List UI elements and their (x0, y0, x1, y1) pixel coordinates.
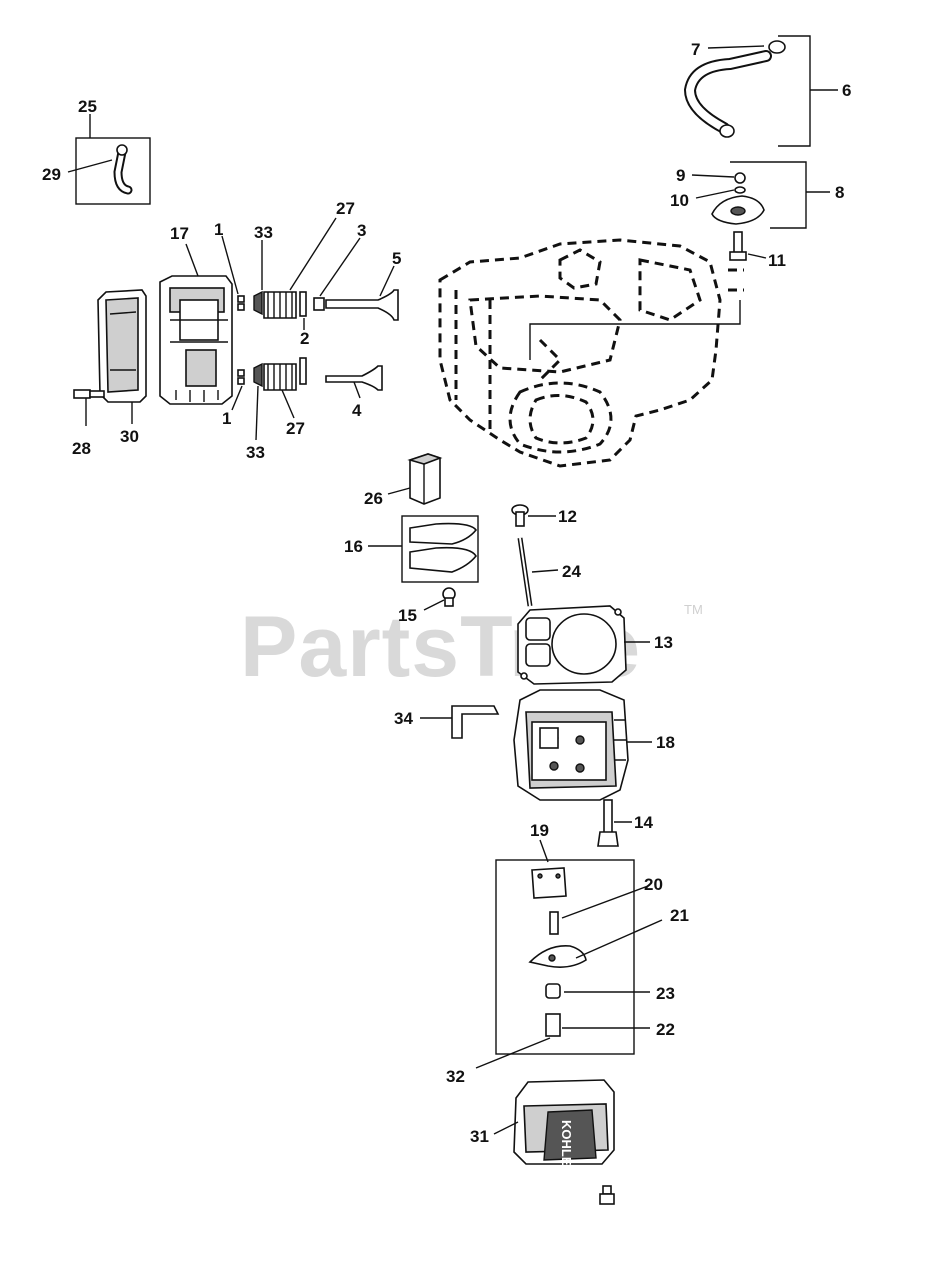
callout-25: 25 (78, 97, 97, 116)
breather-cover-box: 9 10 8 (670, 161, 844, 229)
callout-20: 20 (644, 875, 663, 894)
callout-27b: 27 (286, 419, 305, 438)
callout-28: 28 (72, 439, 91, 458)
rocker-box: 19 20 21 23 22 32 (446, 821, 689, 1086)
callout-3: 3 (357, 221, 366, 240)
callout-23: 23 (656, 984, 675, 1003)
bolt-12: 12 (511, 504, 577, 527)
callout-15: 15 (398, 606, 417, 625)
screw-15: 15 (398, 587, 456, 625)
baffle-block: 26 (364, 453, 443, 508)
callout-33b: 33 (246, 443, 265, 462)
callout-32: 32 (446, 1067, 465, 1086)
callout-22: 22 (656, 1020, 675, 1039)
hose-clamp (768, 40, 786, 54)
callout-29: 29 (42, 165, 61, 184)
exhaust-valve (325, 365, 383, 391)
callout-4: 4 (352, 401, 362, 420)
callout-27a: 27 (336, 199, 355, 218)
callout-5: 5 (392, 249, 401, 268)
callout-31: 31 (470, 1127, 489, 1146)
rocker-nut (545, 983, 561, 999)
callout-11: 11 (768, 251, 786, 270)
callout-33a: 33 (254, 223, 273, 242)
callout-18: 18 (656, 733, 675, 752)
breather-nut (734, 172, 746, 184)
callout-10: 10 (670, 191, 689, 210)
callout-26: 26 (364, 489, 383, 508)
fuel-fitting-box: 25 29 (42, 97, 151, 205)
valve-train-upper: 1 33 27 3 5 2 (214, 199, 401, 348)
fuel-fitting (116, 144, 128, 156)
rocker-plate (531, 867, 567, 899)
breather-washer (734, 186, 746, 194)
rocker-arm (528, 945, 587, 968)
callout-12: 12 (558, 507, 577, 526)
callout-9: 9 (676, 166, 685, 185)
callout-17: 17 (170, 224, 189, 243)
valve-cover: KOHLER 31 (470, 1079, 615, 1176)
callout-13: 13 (654, 633, 673, 652)
callout-21: 21 (670, 906, 689, 925)
head-bolt: 14 (597, 799, 653, 847)
baffle-box: 16 (344, 515, 479, 583)
cylinder-head: 18 (513, 689, 675, 801)
callout-1b: 1 (222, 409, 231, 428)
cover-brand-logo: KOHLER (559, 1120, 574, 1176)
callout-6: 6 (842, 81, 851, 100)
breather-hose-box: 7 6 (683, 35, 851, 147)
callout-8: 8 (835, 183, 844, 202)
callout-19: 19 (530, 821, 549, 840)
callout-24: 24 (562, 562, 581, 581)
head-gasket: 13 (517, 605, 673, 685)
callout-1a: 1 (214, 220, 223, 239)
callout-16: 16 (344, 537, 363, 556)
cover-screw (599, 1185, 615, 1205)
cover-screw-28: 28 (72, 389, 105, 458)
engine-block-outline (438, 238, 722, 468)
breather-stud: 11 (529, 231, 786, 360)
callout-7: 7 (691, 40, 700, 59)
callout-30: 30 (120, 427, 139, 446)
callout-34: 34 (394, 709, 413, 728)
intake-valve (325, 289, 399, 321)
watermark-trademark: TM (684, 602, 703, 617)
callout-14: 14 (634, 813, 653, 832)
adjuster (545, 1013, 561, 1037)
rocker-stud (549, 911, 559, 935)
valve-train-lower: 1 33 27 4 (222, 357, 383, 462)
callout-2: 2 (300, 329, 309, 348)
push-rod: 24 (517, 537, 581, 607)
valve-cover-side: 30 (97, 289, 147, 446)
cylinder-head-side: 17 (159, 224, 233, 405)
bracket-34: 34 (394, 705, 500, 739)
